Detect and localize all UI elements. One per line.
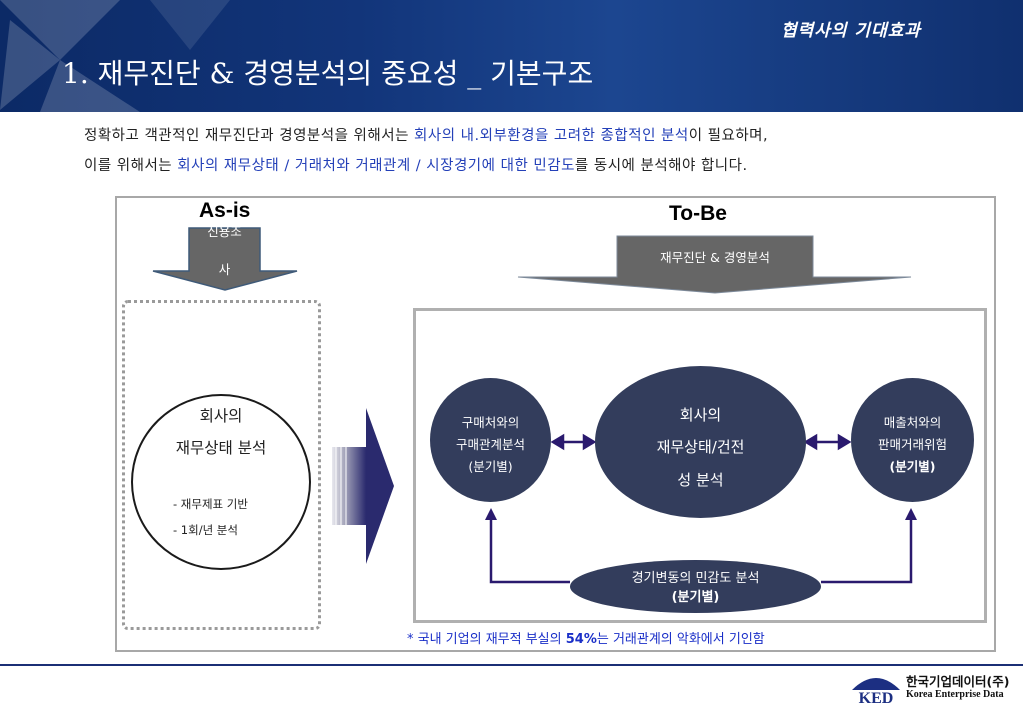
logo-english: Korea Enterprise Data [906, 689, 1004, 700]
tobe-arrow-text: 재무진단 & 경영분석 [660, 250, 770, 265]
tobe-inner-box [413, 308, 987, 623]
logo-korean: 한국기업데이터(주) [906, 674, 1010, 689]
company-logo: KED 한국기업데이터(주) Korea Enterprise Data [848, 668, 1018, 707]
page-title: 1. 재무진단 & 경영분석의 중요성 _ 기본구조 [62, 57, 594, 90]
tobe-label: To-Be [669, 202, 727, 225]
ked-logo-icon: KED [852, 671, 900, 707]
node-purchase-relations: 구매처와의 구매관계분석 (분기별) [430, 378, 551, 502]
page-tag: 협력사의 기대효과 [780, 21, 921, 41]
windmill-decoration [0, 0, 230, 112]
diagram-frame [115, 196, 996, 652]
node-sales-risk: 매출처와의 판매거래위험 (분기별) [851, 378, 974, 502]
intro-highlight-1: 회사의 내.외부환경을 고려한 종합적인 분석 [414, 128, 689, 144]
footnote: * 국내 기업의 재무적 부실의 54%는 거래관계의 악화에서 기인함 [407, 632, 765, 647]
node-financial-status: 회사의 재무상태/건전 성 분석 [595, 366, 806, 518]
asis-circle-title-2: 재무상태 분석 [175, 439, 267, 457]
asis-circle: 회사의 재무상태 분석 - 재무제표 기반 - 1회/년 분석 [131, 394, 311, 570]
asis-bullet-1: - 재무제표 기반 [173, 497, 248, 511]
footnote-percent: 54% [565, 632, 597, 647]
asis-label: As-is [199, 199, 251, 222]
header-banner: 협력사의 기대효과 1. 재무진단 & 경영분석의 중요성 _ 기본구조 [0, 0, 1023, 112]
footer-divider [0, 664, 1023, 666]
logo-mark: KED [859, 690, 894, 706]
intro-line-2: 이를 위해서는 회사의 재무상태 / 거래처와 거래관계 / 시장경기에 대한 … [84, 158, 748, 174]
asis-bullet-2: - 1회/년 분석 [173, 523, 238, 537]
asis-dotted-box [122, 300, 321, 630]
intro-highlight-2: 회사의 재무상태 / 거래처와 거래관계 / 시장경기에 대한 민감도 [177, 158, 575, 174]
intro-line-1: 정확하고 객관적인 재무진단과 경영분석을 위해서는 회사의 내.외부환경을 고… [84, 128, 769, 144]
asis-circle-title-1: 회사의 [199, 407, 243, 425]
node-economic-sensitivity: 경기변동의 민감도 분석 (분기별) [570, 560, 821, 613]
asis-arrow-text: 신용조 사 [207, 224, 242, 277]
